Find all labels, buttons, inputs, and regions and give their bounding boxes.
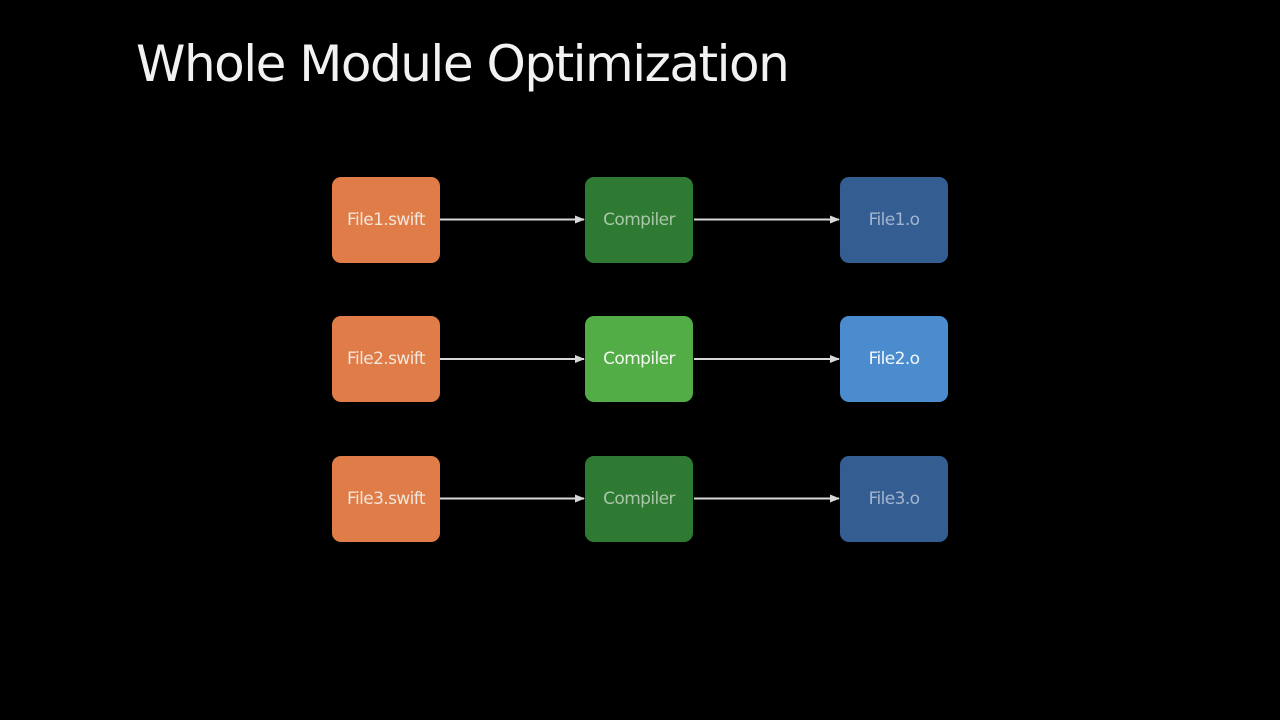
slide-title: Whole Module Optimization — [136, 35, 790, 93]
compiler-label-3: Compiler — [603, 489, 675, 509]
object-file-label-3: File3.o — [868, 489, 920, 509]
object-file-label-2: File2.o — [868, 349, 920, 369]
compiler-label-1: Compiler — [603, 210, 675, 230]
compiler-box-3: Compiler — [585, 456, 693, 542]
object-file-box-2: File2.o — [840, 316, 948, 402]
source-file-box-1: File1.swift — [332, 177, 440, 263]
source-file-box-3: File3.swift — [332, 456, 440, 542]
compiler-label-2: Compiler — [603, 349, 675, 369]
source-file-label-3: File3.swift — [347, 489, 426, 509]
source-file-label-1: File1.swift — [347, 210, 426, 230]
compiler-box-1: Compiler — [585, 177, 693, 263]
object-file-box-1: File1.o — [840, 177, 948, 263]
source-file-label-2: File2.swift — [347, 349, 426, 369]
compiler-box-2: Compiler — [585, 316, 693, 402]
object-file-label-1: File1.o — [868, 210, 920, 230]
object-file-box-3: File3.o — [840, 456, 948, 542]
source-file-box-2: File2.swift — [332, 316, 440, 402]
